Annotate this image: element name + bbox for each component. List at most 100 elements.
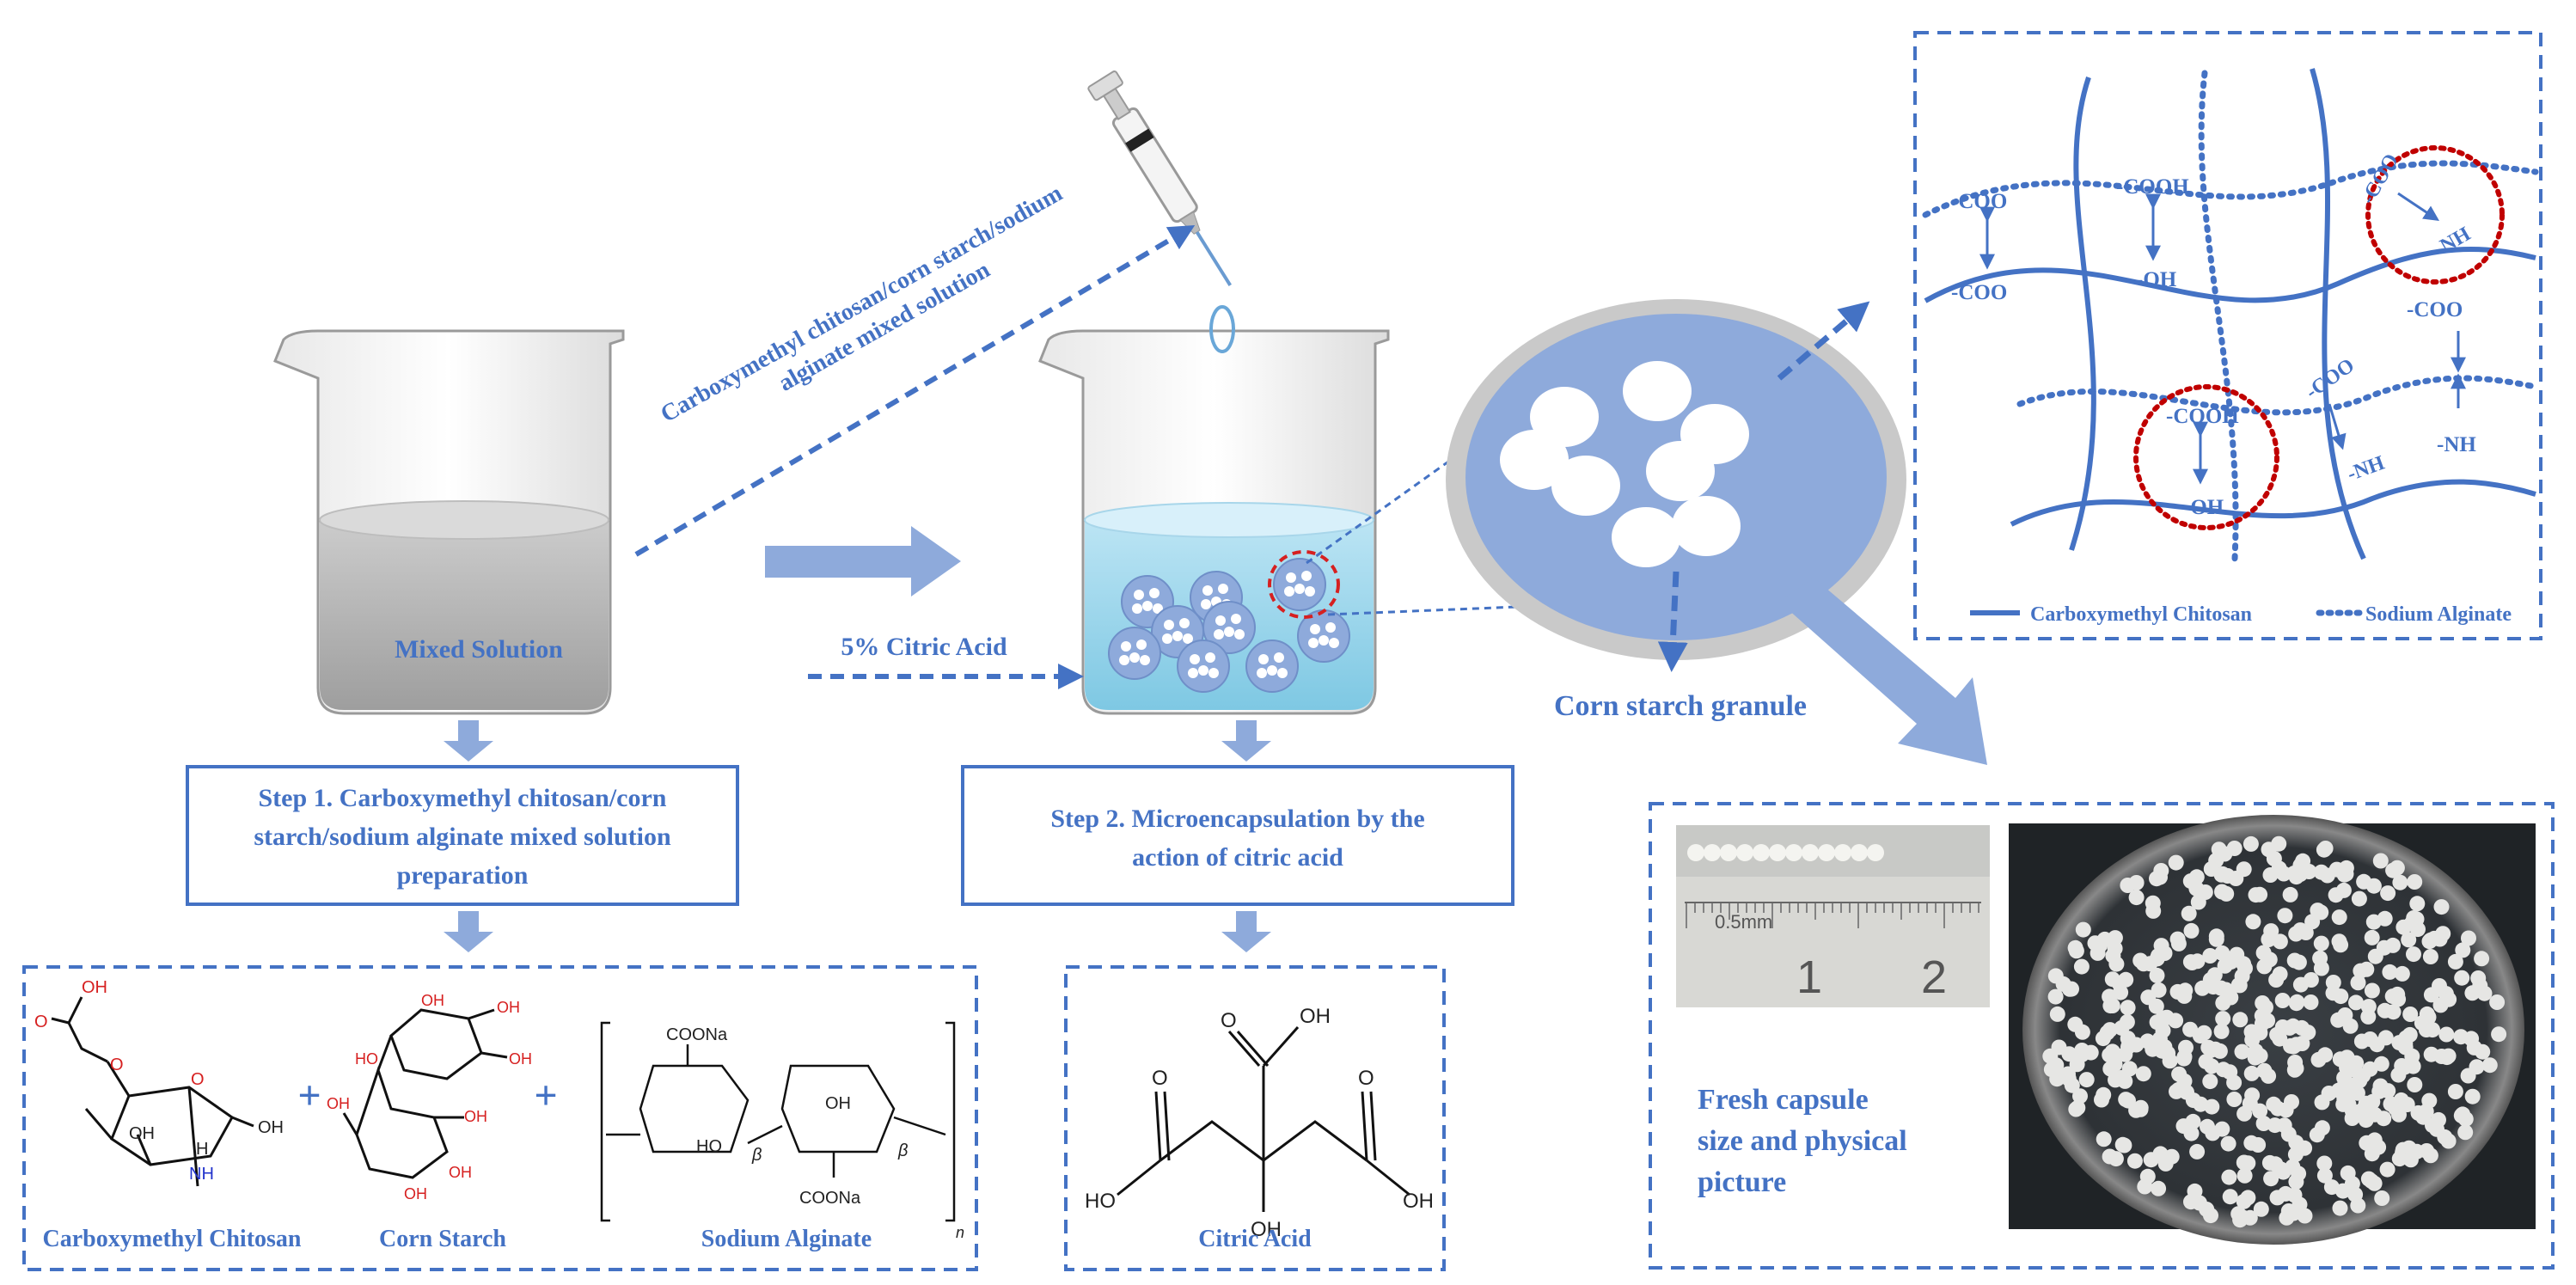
capsule-bead [2385, 937, 2401, 953]
starch-particle [1201, 599, 1211, 609]
capsule-bead [2153, 938, 2169, 954]
capsule-bead [2202, 1074, 2218, 1090]
alginate-label: Sodium Alginate [701, 1226, 872, 1252]
capsule-bead [2237, 960, 2253, 976]
capsule-bead [2286, 865, 2303, 881]
capsule-bead [2337, 1007, 2353, 1023]
capsule-bead [2269, 1190, 2285, 1206]
starch-particle [1646, 441, 1715, 501]
starch-particle [1500, 430, 1569, 490]
capsule-bead [2455, 1106, 2471, 1123]
capsule-bead [2226, 1092, 2243, 1107]
svg-text:OH: OH [1300, 1005, 1331, 1028]
capsule-bead [2266, 1096, 2282, 1112]
svg-text:HO: HO [696, 1137, 722, 1156]
capsule-bead [1818, 844, 1835, 861]
capsule-bead [2117, 1046, 2133, 1062]
capsule-bead [2407, 1077, 2423, 1092]
capsule-bead [2145, 1041, 2161, 1057]
coo-label-4: -COO [2407, 298, 2463, 321]
capsule-bead [2108, 1151, 2124, 1167]
beaker-microcapsules [1038, 305, 1390, 715]
capsule-bead [1867, 844, 1884, 861]
capsule-bead [2366, 1132, 2383, 1148]
capsule-bead [2461, 930, 2476, 946]
capsule-bead [2358, 1112, 2374, 1129]
capsule-bead [2377, 1002, 2393, 1019]
starch-particle [1325, 622, 1336, 633]
capsule-bead [2255, 945, 2272, 961]
starch-particle [1198, 665, 1208, 676]
capsule-bead [2160, 1045, 2176, 1062]
capsule-bead [1687, 844, 1704, 861]
capsule-bead [2121, 1061, 2138, 1077]
capsule-bead [2440, 1048, 2457, 1064]
coo-label-5: -COO [2302, 354, 2359, 403]
down-arrow-2 [1221, 720, 1271, 762]
starch-particle [1129, 652, 1140, 663]
svg-text:β: β [751, 1146, 762, 1165]
starch-particle [1308, 638, 1319, 648]
capsule-bead [2333, 988, 2349, 1005]
capsule-bead [2433, 899, 2450, 915]
citric-acid-panel: OH O O O HO OH OH Citric Acid [1064, 965, 1446, 1271]
capsule-bead [2047, 968, 2064, 984]
capsule-bead [2432, 931, 2448, 947]
capsule-bead [2152, 1146, 2169, 1162]
capsule-bead [2287, 1147, 2304, 1163]
capsule-bead [2366, 1175, 2383, 1191]
svg-text:O: O [1221, 1009, 1237, 1032]
capsule-bead [2309, 1127, 2325, 1143]
svg-text:n: n [956, 1224, 964, 1241]
starch-particle [1121, 641, 1131, 652]
capsule-bead [2331, 909, 2347, 926]
capsule-bead [2094, 1092, 2109, 1108]
svg-text:OH: OH [82, 978, 107, 997]
capsule-bead [2126, 1153, 2143, 1169]
legend-sa: Sodium Alginate [2365, 603, 2512, 626]
coo-label-2: -COO [1951, 281, 2007, 304]
capsule-bead [2096, 931, 2113, 947]
capsule-bead [2222, 1189, 2238, 1205]
capsule-bead [2438, 1026, 2455, 1043]
capsule-bead [2261, 932, 2277, 947]
capsule-bead [2294, 1019, 2310, 1036]
step2-box: Step 2. Microencapsulation by the action… [961, 765, 1514, 906]
capsule-bead [2168, 1013, 2184, 1029]
oh-label-1: -OH [2136, 268, 2177, 291]
ruler-unit: 0.5mm [1715, 911, 1772, 933]
capsule-bead [2232, 1012, 2249, 1028]
capsule-bead [2389, 986, 2406, 1002]
capsule-bead [2464, 1088, 2481, 1104]
capsule-bead [2175, 1050, 2192, 1067]
capsule-bead [2394, 1058, 2410, 1074]
starch-particle [1277, 668, 1288, 678]
svg-text:OH: OH [258, 1118, 284, 1137]
capsule-bead [2200, 1118, 2215, 1135]
capsule-bead [2169, 931, 2186, 947]
cmc-structure [51, 996, 254, 1187]
capsule-bead [2310, 903, 2326, 919]
capsule-bead [2182, 873, 2199, 890]
svg-text:O: O [110, 1056, 124, 1074]
capsule-bead [2073, 958, 2090, 975]
photo-panel: 0.5mm 1 2 Fresh capsule size and physica… [1649, 802, 2555, 1270]
starch-particle [1132, 603, 1142, 614]
capsule-bead [2409, 896, 2426, 912]
capsule-bead [2256, 958, 2273, 975]
cmc-label: Carboxymethyl Chitosan [42, 1226, 301, 1252]
capsule-bead [2183, 922, 2200, 939]
capsule-bead [2259, 1013, 2275, 1029]
capsule-bead [1769, 844, 1786, 861]
capsule-bead [2454, 970, 2470, 986]
capsule-bead [2243, 1065, 2260, 1081]
capsule-bead [2203, 861, 2219, 877]
capsule-bead [1753, 844, 1770, 861]
capsule-bead [2271, 860, 2287, 877]
capsule-bead [2332, 1200, 2348, 1216]
capsule-bead [2243, 1135, 2260, 1151]
capsule-bead [2319, 867, 2335, 884]
capsule-bead [2475, 1043, 2491, 1060]
capsule-bead [2221, 1169, 2237, 1185]
capsule-bead [2236, 1167, 2253, 1184]
